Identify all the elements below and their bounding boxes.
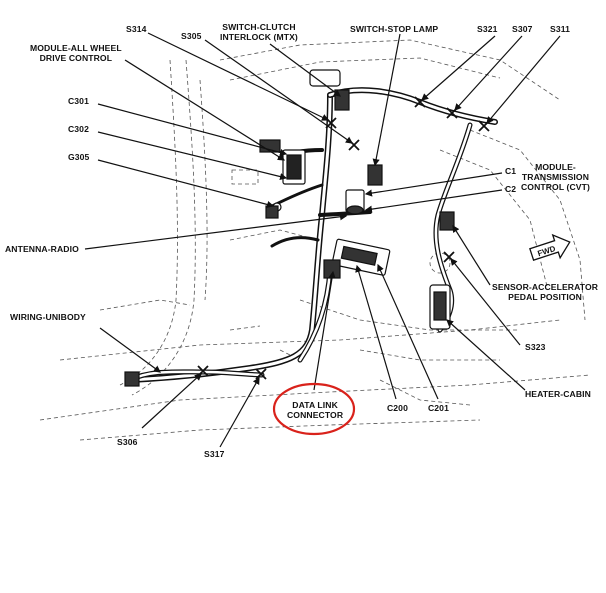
label-s307: S307 <box>512 24 533 34</box>
leader-lines <box>84 32 561 448</box>
label-wiring-unibody: WIRING-UNIBODY <box>10 312 86 322</box>
forward-arrow: FWD <box>529 233 571 261</box>
wiring-harness <box>127 87 498 383</box>
label-s306: S306 <box>117 437 138 447</box>
label-s317: S317 <box>204 449 225 459</box>
components <box>124 69 455 387</box>
label-antenna-radio: ANTENNA-RADIO <box>5 244 79 254</box>
label-data-link-connector: DATA LINK CONNECTOR <box>287 400 344 420</box>
label-module-transmission: MODULE- TRANSMISSION CONTROL (CVT) <box>521 162 590 192</box>
label-c201: C201 <box>428 403 449 413</box>
label-switch-stop-lamp: SWITCH-STOP LAMP <box>350 24 439 34</box>
label-module-awd: MODULE-ALL WHEEL DRIVE CONTROL <box>30 43 122 63</box>
switch-stop-box <box>367 164 383 186</box>
label-s321: S321 <box>477 24 498 34</box>
label-s323: S323 <box>525 342 546 352</box>
label-switch-clutch: SWITCH-CLUTCH INTERLOCK (MTX) <box>220 22 298 42</box>
label-heater-cabin: HEATER-CABIN <box>525 389 591 399</box>
label-s311: S311 <box>550 24 570 34</box>
label-s314: S314 <box>126 24 147 34</box>
label-sensor-accelerator: SENSOR-ACCELERATOR PEDAL POSITION <box>492 282 599 302</box>
label-c302: C302 <box>68 124 89 134</box>
label-c1: C1 <box>505 166 517 176</box>
sensor-accelerator-box <box>439 211 455 231</box>
splice-marks <box>197 96 490 380</box>
label-c301: C301 <box>68 96 89 106</box>
switch-clutch-box <box>334 89 350 111</box>
label-g305: G305 <box>68 152 90 162</box>
vehicle-structure <box>39 39 591 441</box>
label-c200: C200 <box>387 403 408 413</box>
label-c2: C2 <box>505 184 517 194</box>
label-s305-top: S305 <box>181 31 202 41</box>
data-link-highlight-circle <box>272 382 356 436</box>
